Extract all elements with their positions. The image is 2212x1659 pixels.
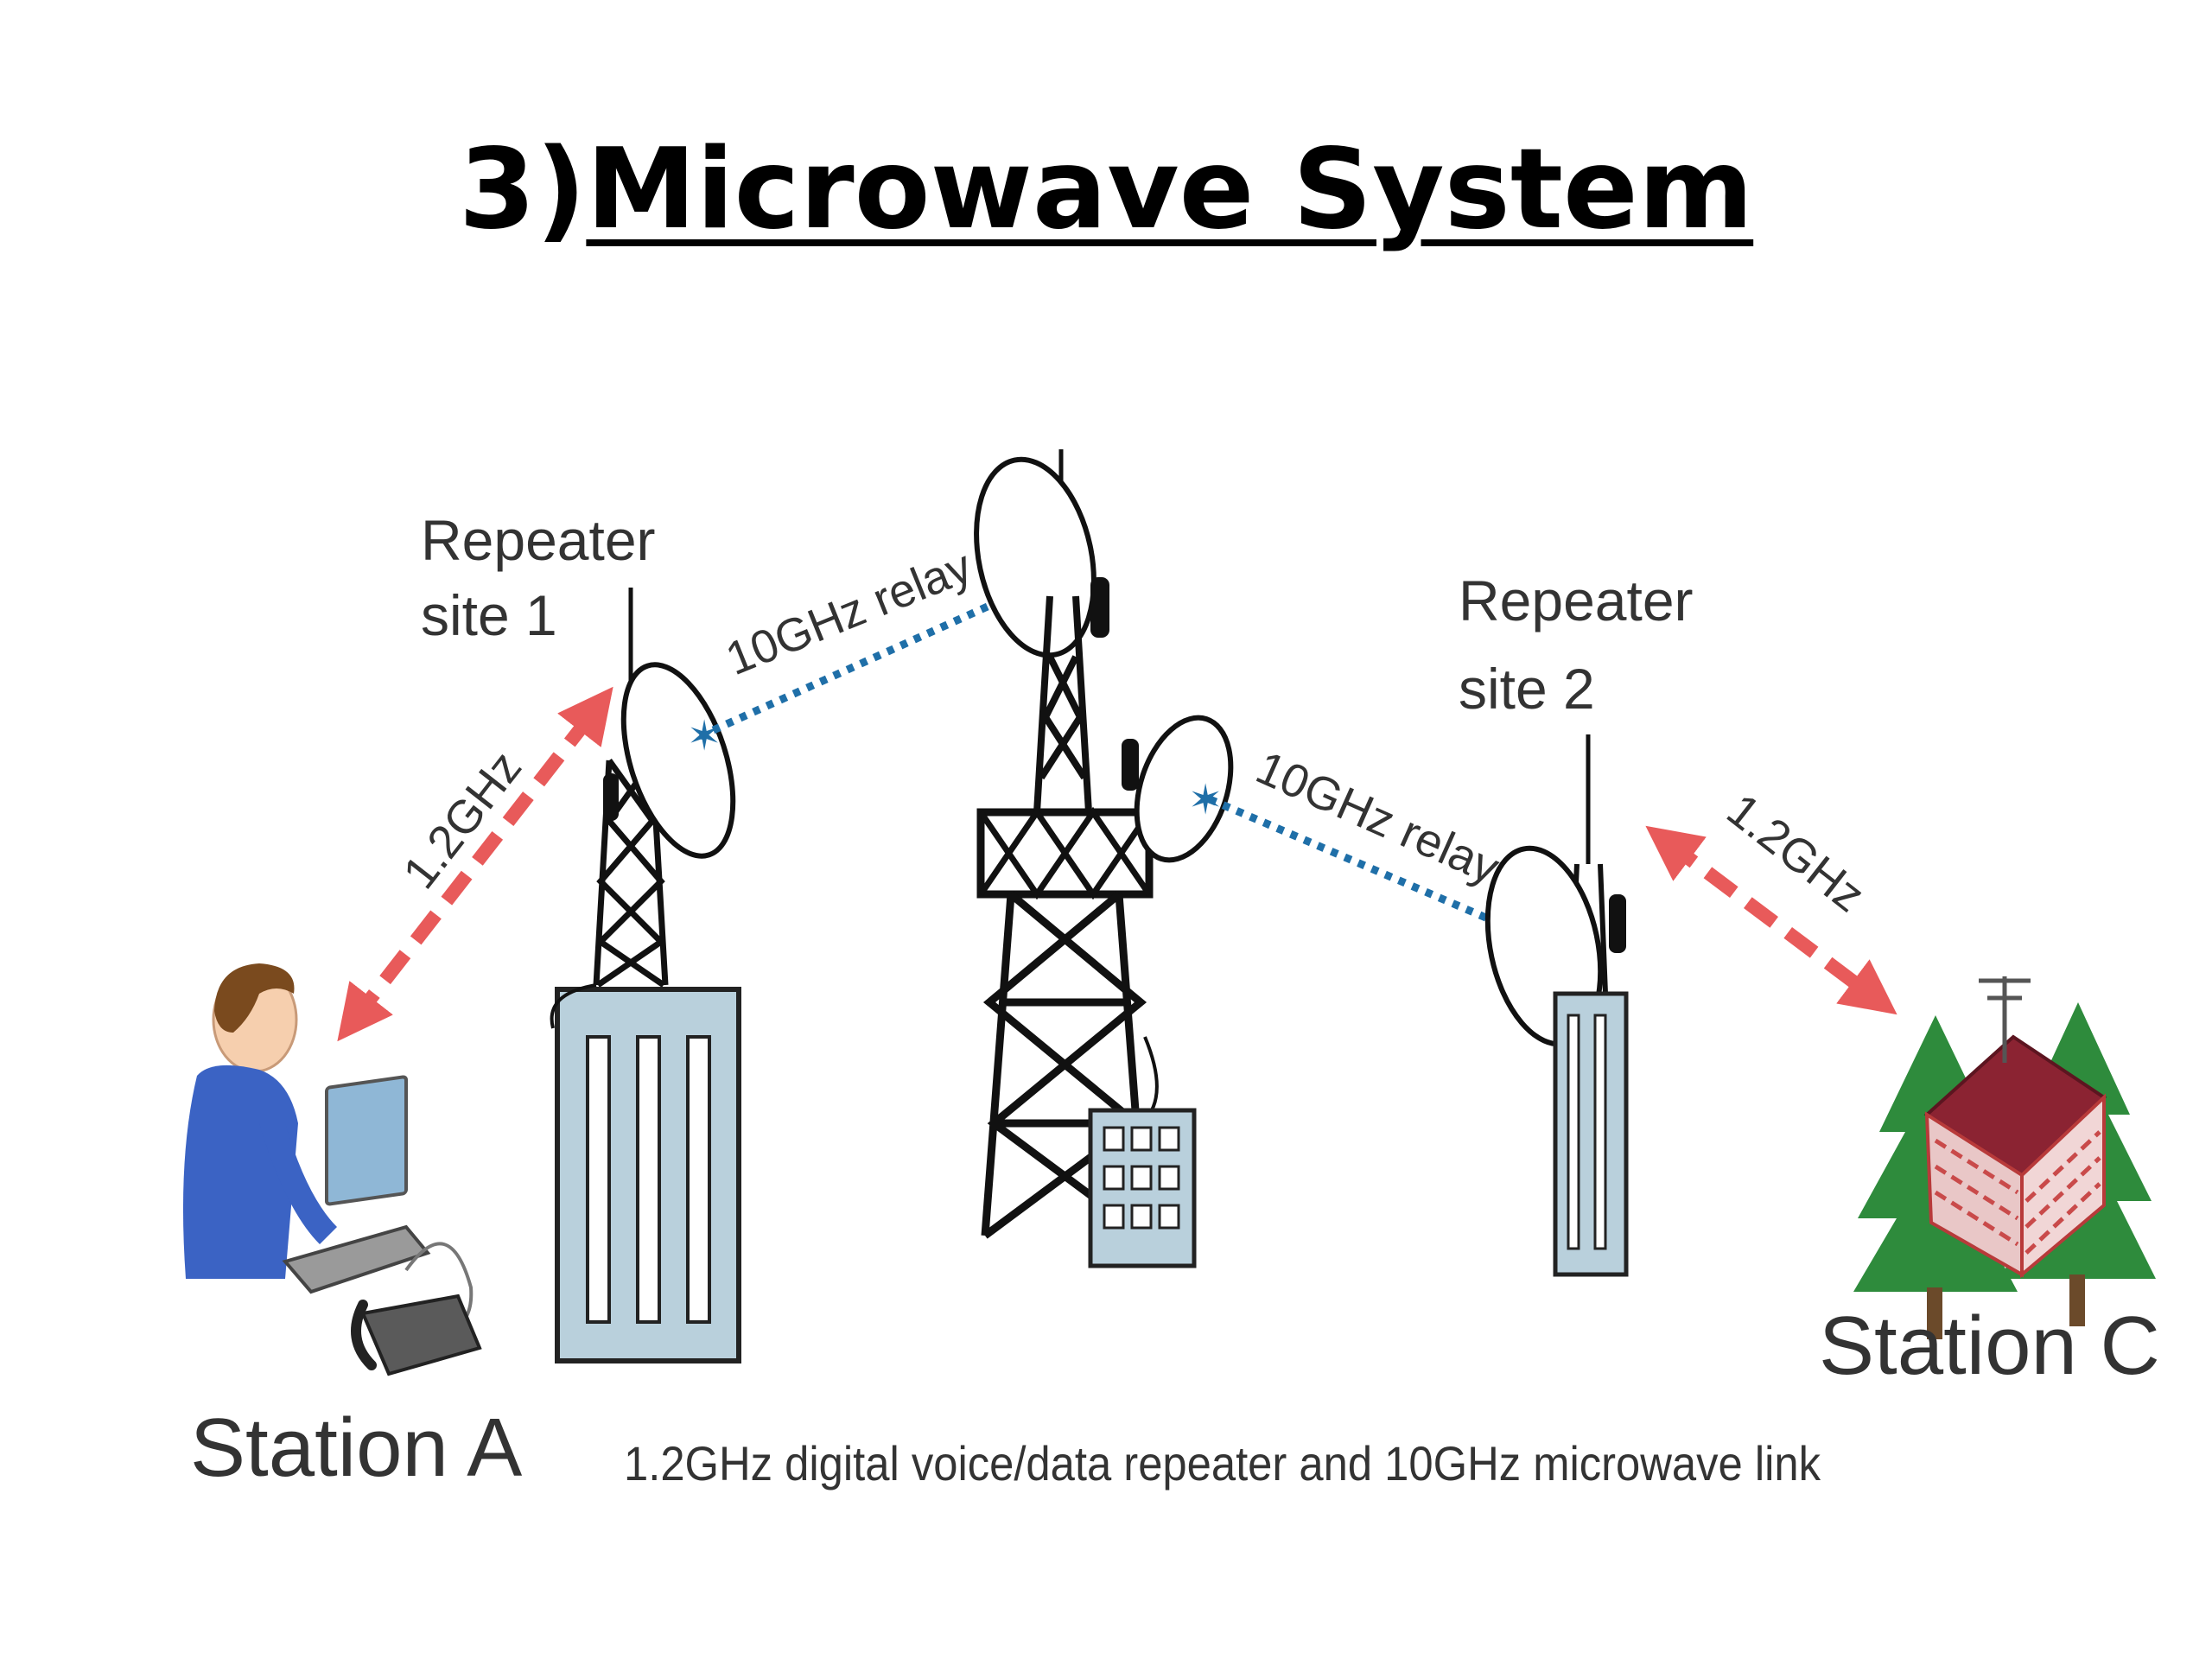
hub-tower [974,449,1234,1268]
person-arm-icon [259,1123,337,1244]
r1-building-window [636,1035,661,1324]
station-a-label: Station A [190,1402,522,1494]
microwave-relay-r1-hub [698,578,1046,741]
repeater-site-2-label-line1: Repeater [1459,569,1694,632]
r2-dish-feed-icon [1609,894,1626,953]
link-r2-c-label: 1.2GHz [1718,784,1874,922]
hub-tower-base-icon [981,891,1149,1239]
hub-dish-upper-feed-icon [1090,577,1109,638]
relay-star-icon-2: ✶ [1188,776,1223,824]
telephone-handset-icon [351,1300,377,1370]
laptop-screen-icon [325,1075,408,1206]
telephone-icon [360,1294,482,1376]
r2-building-icon [1553,991,1629,1277]
house-wall-side-icon [2020,1093,2106,1279]
r1-building-window [686,1035,711,1324]
station-a-illustration [182,963,482,1376]
repeater-site-1: Repeater site 1 [421,508,741,1363]
relay-star-icon: ✶ [687,712,721,760]
r2-building-window [1567,1014,1580,1250]
title-prefix: 3) [458,125,587,254]
r1-mast-icon [593,758,669,988]
repeater-site-1-label-line2: site 1 [421,583,557,647]
hub-dish-lower-feed-icon [1122,739,1139,791]
station-c-illustration [1853,976,2156,1339]
relay-r1-hub-label: 10GHz relay [719,540,979,685]
repeater-site-2: Repeater site 2 [1459,569,1694,1277]
radio-link-r2-c [1645,825,1897,1015]
hub-platform-brace [978,806,1152,900]
repeater-site-2-label-line2: site 2 [1459,657,1595,721]
radio-link-a-r1 [337,686,613,1042]
person-hair-icon [214,963,295,1033]
hub-tower-top-icon [1033,595,1092,813]
station-c-label: Station C [1819,1300,2160,1392]
microwave-relay-hub-r2 [1208,795,1564,955]
hub-cable-icon [1143,1036,1159,1116]
title-main: Microwave System [586,125,1754,254]
person-body-icon [182,1065,298,1279]
repeater-site-1-label-line1: Repeater [421,508,656,572]
hub-building-windows [1103,1126,1180,1230]
hub-dish-upper-icon [974,456,1096,658]
tree-right-trunk-icon [2069,1274,2085,1326]
r1-cable-icon [550,983,597,1029]
diagram-caption: 1.2GHz digital voice/data repeater and 1… [624,1436,1821,1491]
r1-dish-feed-icon [603,773,619,821]
house-brick-pattern [1934,1130,2101,1255]
tree-left-trunk-icon [1927,1287,1942,1339]
station-c-antenna-icon [1979,976,2031,1063]
slide-title: 3)Microwave System [0,129,2212,251]
r1-building-window [586,1035,611,1324]
r2-building-window [1593,1014,1607,1250]
r1-dish-icon [620,662,736,859]
laptop-keyboard-icon [282,1224,431,1294]
